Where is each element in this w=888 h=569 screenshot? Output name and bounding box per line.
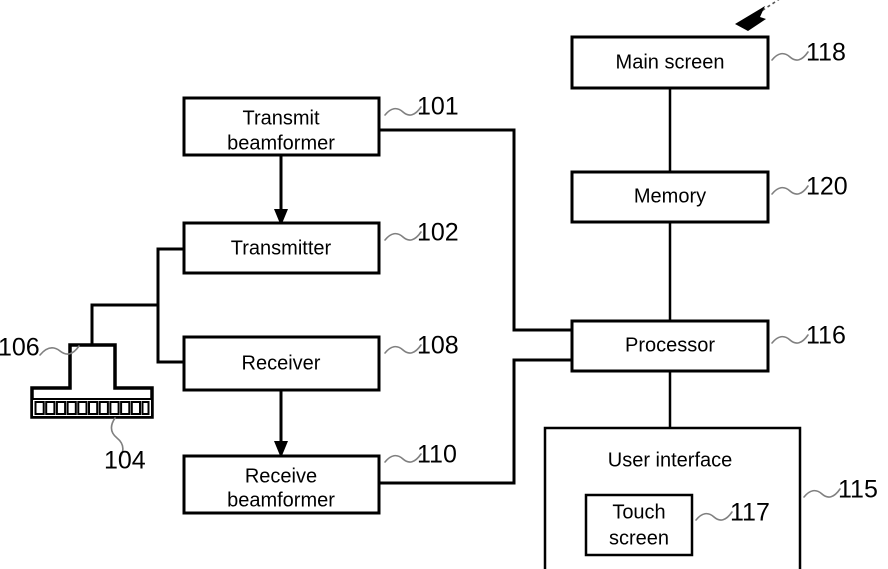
lead-line-116 [771,334,809,344]
lead-line-101 [384,106,422,116]
block-label-transmit-beamformer-line1: Transmit [242,107,319,129]
connector-rxbf-to-processor [377,358,574,485]
block-label-processor: Processor [625,334,715,356]
block-main-screen[interactable] [570,35,770,90]
block-label-transmitter: Transmitter [231,237,332,259]
lead-line-118 [771,51,809,61]
lead-line-115 [803,488,841,498]
block-receive-beamformer[interactable] [182,454,381,515]
block-transmitter[interactable] [182,221,381,275]
ref-number-user-interface: 115 [838,476,878,504]
block-label-user-interface: User interface [608,449,733,471]
ref-number-probe-array: 104 [104,447,146,475]
probe-array-element [141,401,150,415]
lead-line-104 [110,417,124,459]
block-label-memory: Memory [634,185,706,207]
block-transmit-beamformer[interactable] [182,96,381,157]
connector-probe-to-bus [90,303,160,347]
block-label-touch-screen-line2: screen [609,527,669,549]
connector-txbf-to-processor [377,128,574,332]
block-touch-screen[interactable] [584,493,694,557]
probe-array-element [130,401,142,415]
ref-number-receive-beamformer: 110 [417,441,457,469]
pointer-arrow-head [735,6,766,31]
ref-number-transmit-beamformer: 101 [417,93,459,121]
probe-array-element [45,401,56,415]
block-receiver[interactable] [182,335,381,392]
probe-array-element [109,401,120,415]
block-processor[interactable] [570,319,770,373]
block-label-receiver: Receiver [242,352,321,374]
ultrasound-probe[interactable] [30,343,154,419]
ref-number-transmitter: 102 [417,219,459,247]
lead-line-102 [384,231,422,241]
lead-line-120 [771,185,809,195]
block-memory[interactable] [570,170,770,224]
arrowhead-receiver-to-rxbf [274,441,288,458]
probe-array-element [34,401,45,415]
probe-array-element [77,401,88,415]
lead-line-117 [695,511,733,521]
block-label-receive-beamformer-line2: beamformer [227,489,335,511]
probe-array-element [120,401,131,415]
probe-array-element [88,401,99,415]
ref-number-processor: 116 [806,322,846,350]
probe-array-element [66,401,77,415]
ref-number-main-screen: 118 [806,39,846,67]
pointer-arrow-tail [759,0,780,13]
lead-line-106 [39,345,80,356]
block-label-touch-screen-line1: Touch [612,501,665,523]
block-label-main-screen: Main screen [616,51,725,73]
block-label-transmit-beamformer-line2: beamformer [227,132,335,154]
probe-array-element [55,401,67,415]
block-label-receive-beamformer-line1: Receive [245,465,317,487]
pointer-arrow-annotation [735,0,780,31]
ref-number-touch-screen: 117 [730,499,770,527]
ref-number-probe-body: 106 [0,334,40,362]
arrowhead-txbf-to-transmitter [274,209,288,226]
lead-line-110 [384,453,422,463]
ref-number-memory: 120 [806,173,848,201]
probe-array-element [98,401,109,415]
lead-line-108 [384,344,422,354]
ref-number-receiver: 108 [417,332,459,360]
